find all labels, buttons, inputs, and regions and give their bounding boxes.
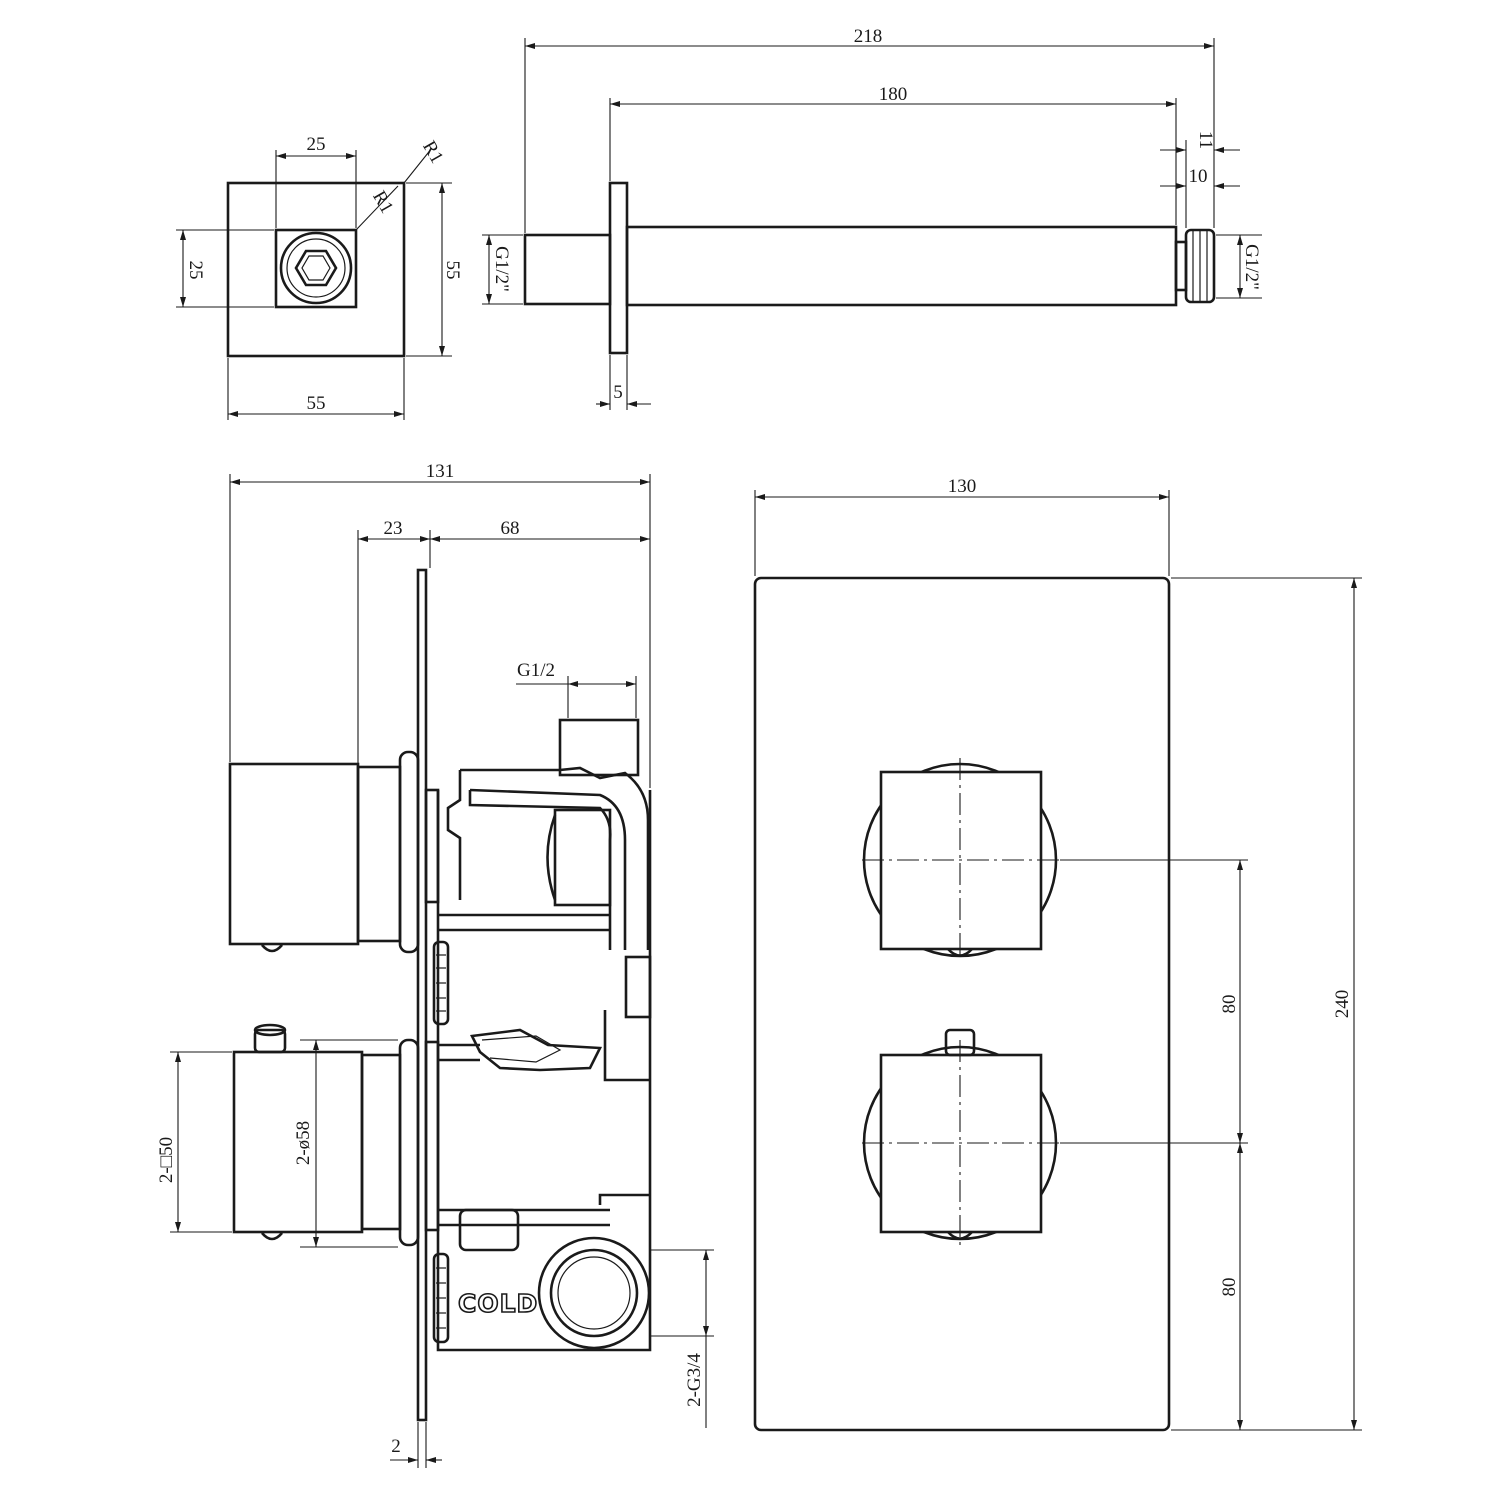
dim-front-height: 240: [1332, 990, 1353, 1019]
dim-outlet-thread: G1/2: [517, 660, 555, 681]
valve-outlet-pipe: [558, 718, 640, 777]
dim-inlet-thread: 2-G3/4: [684, 1353, 705, 1407]
dim-spout-arm: 180: [879, 84, 908, 105]
dim-tip-a: 11: [1195, 131, 1216, 149]
cold-inlet-fitting: [537, 1236, 651, 1350]
dim-handle-depth: 23: [384, 518, 403, 539]
cold-marking: COLD: [458, 1289, 538, 1318]
dim-inlet-thread: G1/2": [491, 246, 512, 292]
spout-end-view: 25 25 55 55 R1 R1: [176, 134, 463, 420]
valve-front-view: 130 240 80 80: [753, 476, 1362, 1432]
spout-end-plate: [226, 181, 406, 358]
dim-end-height: 55: [442, 261, 463, 280]
dim-radius-outer: R1: [418, 137, 447, 167]
dim-handle-pitch: 80: [1219, 995, 1240, 1014]
dim-hex-height: 25: [185, 261, 206, 280]
dim-end-width: 55: [307, 393, 326, 414]
valve-body-outline: [436, 790, 652, 1352]
dim-outlet-thread: G1/2": [1241, 244, 1262, 290]
spout-neck: [1174, 240, 1188, 292]
valve-front-plate: [753, 576, 1171, 1432]
valve-wall-plate: [416, 568, 428, 1422]
top-handle-sleeve: [356, 765, 402, 943]
bottom-handle-sleeve: [360, 1053, 402, 1231]
dim-plate-depth: 2: [391, 1436, 401, 1457]
temperature-stop-button: [253, 1028, 287, 1054]
spout-arm: [625, 225, 1178, 307]
spout-inlet-stub: [523, 233, 612, 306]
dim-front-width: 130: [948, 476, 977, 497]
lower-lock-nut: [432, 1252, 450, 1344]
valve-side-view: COLD 131 23 68 G1/2 2-□50 2-ø58 2-G3/4: [156, 461, 714, 1468]
dim-hex-width: 25: [307, 134, 326, 155]
dim-handle-diameter: 2-ø58: [293, 1121, 314, 1165]
dim-handle-square: 2-□50: [156, 1137, 177, 1183]
spout-end-outer-ring: [279, 231, 353, 305]
upper-lock-nut: [432, 940, 450, 1026]
dim-handle-to-bottom: 80: [1219, 1278, 1240, 1297]
dim-spout-total: 218: [854, 26, 883, 47]
top-handle: [228, 762, 360, 946]
hex-socket-icon: [294, 249, 338, 287]
dim-tip-b: 10: [1189, 166, 1208, 187]
spout-wall-plate: [608, 181, 629, 355]
dim-plate-thickness: 5: [613, 382, 623, 403]
dim-body-depth: 68: [501, 518, 520, 539]
dim-valve-total: 131: [426, 461, 455, 482]
spout-side-view: 218 180 11 10 G1/2" G1/2" 5: [482, 26, 1262, 410]
spout-end-hex-housing: [274, 228, 358, 309]
